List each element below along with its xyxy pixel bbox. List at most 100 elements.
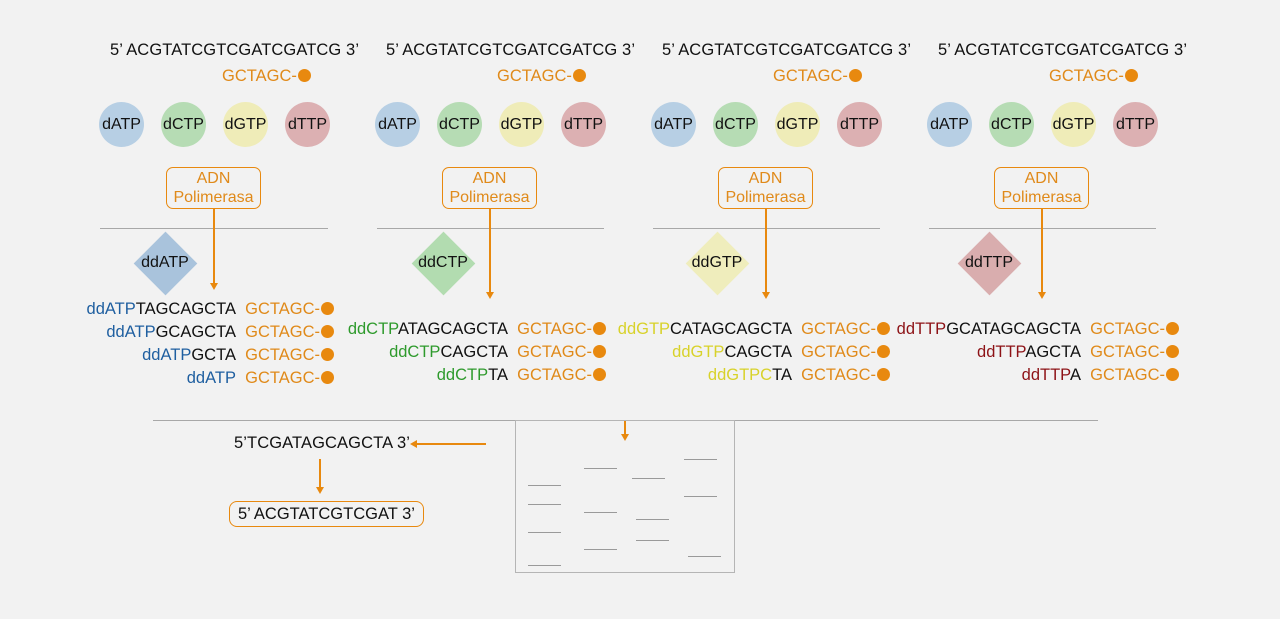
gel-band bbox=[528, 485, 561, 486]
arrow-line bbox=[213, 209, 215, 284]
fragment-list: ddATPTAGCAGCTA GCTAGC- ddATPGCAGCTA GCTA… bbox=[60, 298, 334, 390]
fragment-dd: ddTTP bbox=[977, 343, 1026, 361]
dideoxy-label: ddGTP bbox=[691, 254, 743, 271]
fragment-dd: ddATP bbox=[86, 300, 136, 318]
fragment-seq: TA bbox=[488, 366, 508, 384]
gel-band bbox=[688, 556, 721, 557]
primer: GCTAGC- bbox=[1049, 67, 1138, 86]
label-dot-icon bbox=[877, 368, 890, 381]
primer-label: GCTAGC- bbox=[497, 67, 572, 85]
dideoxy-diamond: ddATP bbox=[133, 231, 197, 295]
label-dot-icon bbox=[1166, 368, 1179, 381]
fragment-primer: GCTAGC- bbox=[245, 369, 320, 387]
fragment-dd: ddATP bbox=[106, 323, 156, 341]
dideoxy-diamond: ddTTP bbox=[957, 231, 1021, 295]
fragment-row: ddCTPCAGCTA GCTAGC- bbox=[340, 341, 606, 364]
template-strand: 5’ ACGTATCGTCGATCGATCG 3’ bbox=[938, 41, 1188, 59]
fragment-primer: GCTAGC- bbox=[801, 320, 876, 338]
nucleotide-dgtp: dGTP bbox=[775, 102, 820, 147]
arrow-line bbox=[489, 209, 491, 293]
primer-label: GCTAGC- bbox=[773, 67, 848, 85]
fragment-seq: CATAGCAGCTA bbox=[670, 320, 792, 338]
label-dot-icon bbox=[321, 325, 334, 338]
gel-band bbox=[636, 540, 669, 541]
fragment-primer: GCTAGC- bbox=[517, 320, 592, 338]
fragment-primer: GCTAGC- bbox=[245, 323, 320, 341]
divider bbox=[653, 228, 880, 229]
fragment-seq: CAGCTA bbox=[440, 343, 508, 361]
label-dot-icon bbox=[1166, 345, 1179, 358]
primer: GCTAGC- bbox=[773, 67, 862, 86]
fragment-dd: ddTTP bbox=[1021, 366, 1070, 384]
gel-band bbox=[584, 468, 617, 469]
complement-sequence-box: 5’ ACGTATCGTCGAT 3’ bbox=[229, 501, 424, 527]
fragment-seq: A bbox=[1069, 366, 1081, 384]
enzyme-box: ADN Polimerasa bbox=[166, 167, 261, 209]
gel-arrow-line bbox=[624, 421, 626, 435]
fragment-primer: GCTAGC- bbox=[1090, 366, 1165, 384]
fragment-dd: ddCTP bbox=[389, 343, 441, 361]
nucleotide-datp: dATP bbox=[99, 102, 144, 147]
primer-label: GCTAGC- bbox=[222, 67, 297, 85]
nucleotide-dttp: dTTP bbox=[561, 102, 606, 147]
fragment-dd: ddGTP bbox=[672, 343, 725, 361]
fragment-seq: TA bbox=[772, 366, 792, 384]
nucleotide-dgtp: dGTP bbox=[223, 102, 268, 147]
enzyme-label-2: Polimerasa bbox=[449, 189, 530, 206]
fragment-dd: ddTTP bbox=[896, 320, 947, 338]
arrow-line bbox=[765, 209, 767, 293]
dideoxy-diamond: ddGTP bbox=[685, 231, 749, 295]
label-dot-icon bbox=[321, 371, 334, 384]
fragment-dd: ddCTP bbox=[436, 366, 489, 384]
fragment-row: ddTTPAGCTA GCTAGC- bbox=[890, 341, 1179, 364]
gel-band bbox=[584, 512, 617, 513]
fragment-seq: GCATAGCAGCTA bbox=[946, 320, 1081, 338]
dideoxy-label: ddTTP bbox=[964, 254, 1013, 271]
nucleotide-dttp: dTTP bbox=[285, 102, 330, 147]
fragment-row: ddATP GCTAGC- bbox=[60, 367, 334, 390]
template-strand: 5’ ACGTATCGTCGATCGATCG 3’ bbox=[662, 41, 912, 59]
label-dot-icon bbox=[321, 348, 334, 361]
read-sequence: 5’TCGATAGCAGCTA 3’ bbox=[234, 434, 410, 452]
fragment-seq: ATAGCAGCTA bbox=[397, 320, 508, 338]
arrow-line bbox=[1041, 209, 1043, 293]
enzyme-box: ADN Polimerasa bbox=[442, 167, 537, 209]
arrow-down-icon bbox=[486, 292, 494, 299]
primer-label: GCTAGC- bbox=[1049, 67, 1124, 85]
label-dot-icon bbox=[1124, 69, 1138, 82]
dideoxy-label: ddCTP bbox=[418, 254, 468, 271]
divider bbox=[377, 228, 604, 229]
fragment-seq: AGCTA bbox=[1025, 343, 1081, 361]
bottom-divider-left bbox=[153, 420, 515, 421]
fragment-primer: GCTAGC- bbox=[1090, 320, 1165, 338]
label-dot-icon bbox=[593, 345, 606, 358]
electrophoresis-gel bbox=[515, 420, 735, 573]
nucleotide-dgtp: dGTP bbox=[1051, 102, 1096, 147]
fragment-row: ddCTPTA GCTAGC- bbox=[340, 364, 606, 387]
arrow-down-icon bbox=[210, 283, 218, 290]
nucleotide-datp: dATP bbox=[651, 102, 696, 147]
fragment-seq: TAGCAGCTA bbox=[135, 300, 236, 318]
fragment-row: ddATPTAGCAGCTA GCTAGC- bbox=[60, 298, 334, 321]
fragment-row: ddATPGCTA GCTAGC- bbox=[60, 344, 334, 367]
label-dot-icon bbox=[572, 69, 586, 82]
label-dot-icon bbox=[297, 69, 311, 82]
gel-band bbox=[584, 549, 617, 550]
fragment-primer: GCTAGC- bbox=[517, 366, 592, 384]
fragment-primer: GCTAGC- bbox=[245, 346, 320, 364]
label-dot-icon bbox=[593, 322, 606, 335]
dideoxy-diamond: ddCTP bbox=[411, 231, 475, 295]
fragment-primer: GCTAGC- bbox=[801, 366, 876, 384]
gel-band bbox=[528, 565, 561, 566]
fragment-dd: ddATP bbox=[142, 346, 192, 364]
fragment-row: ddGTPCATAGCAGCTA GCTAGC- bbox=[610, 318, 890, 341]
nucleotide-dttp: dTTP bbox=[837, 102, 882, 147]
fragment-dd: ddATP bbox=[186, 369, 236, 387]
nucleotide-dctp: dCTP bbox=[161, 102, 206, 147]
fragment-row: ddGTPCTA GCTAGC- bbox=[610, 364, 890, 387]
fragment-seq: CAGCTA bbox=[724, 343, 792, 361]
enzyme-label-1: ADN bbox=[1024, 170, 1059, 187]
enzyme-box: ADN Polimerasa bbox=[718, 167, 813, 209]
gel-band bbox=[684, 496, 717, 497]
fragment-seq: GCAGCTA bbox=[155, 323, 236, 341]
